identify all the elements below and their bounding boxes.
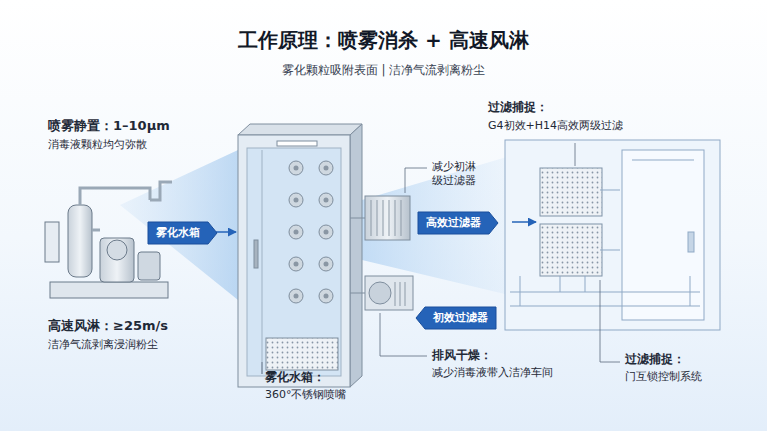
flow-tag: 雾化水箱 <box>148 222 217 243</box>
flow-tag: 高效过滤器 <box>418 212 498 233</box>
spray-mist <box>120 150 238 300</box>
tag-label: 初效过滤器 <box>433 311 488 324</box>
filter-system <box>505 140 720 330</box>
tag-outline <box>418 212 498 234</box>
callout-text: 门互锁控制系统 <box>625 370 702 384</box>
callout-text: 消毒液颗粒均匀弥散 <box>48 138 147 152</box>
callout-text: 减少初淋 级过滤器 <box>432 160 482 188</box>
tag-label: 高效过滤器 <box>426 216 481 229</box>
tag-outline <box>416 307 496 329</box>
diagram-title: 工作原理：喷雾消杀 + 高速风淋 <box>0 28 767 53</box>
flow-tag: 初效过滤器 <box>416 307 496 328</box>
callout-heading: 过滤捕捉： <box>488 100 548 115</box>
callout-text: 减少消毒液带入洁净车间 <box>432 366 553 380</box>
callout-heading: 过滤捕捉： <box>625 352 685 367</box>
flow-arrow <box>512 221 536 223</box>
flow-arrow <box>216 231 236 233</box>
callout-text: 360°不锈钢喷嘴 <box>265 388 347 402</box>
tag-label: 雾化水箱 <box>156 226 200 239</box>
callout-heading: 喷雾静置：1–10μm <box>48 118 170 134</box>
tag-outline <box>148 222 217 244</box>
callout-heading: 排风干燥： <box>432 348 492 363</box>
callout-text: 雾化颗粒吸附表面 | 洁净气流剥离粉尘 <box>0 63 767 78</box>
leader-line <box>262 143 620 374</box>
air-shower-booth <box>238 124 413 387</box>
callout-text: 洁净气流剥离浸润粉尘 <box>48 338 158 352</box>
callout-heading: 高速风淋：≥25m/s <box>48 318 168 334</box>
callout-text: G4初效+H14高效两级过滤 <box>488 119 623 133</box>
callout-heading: 雾化水箱： <box>265 370 325 385</box>
